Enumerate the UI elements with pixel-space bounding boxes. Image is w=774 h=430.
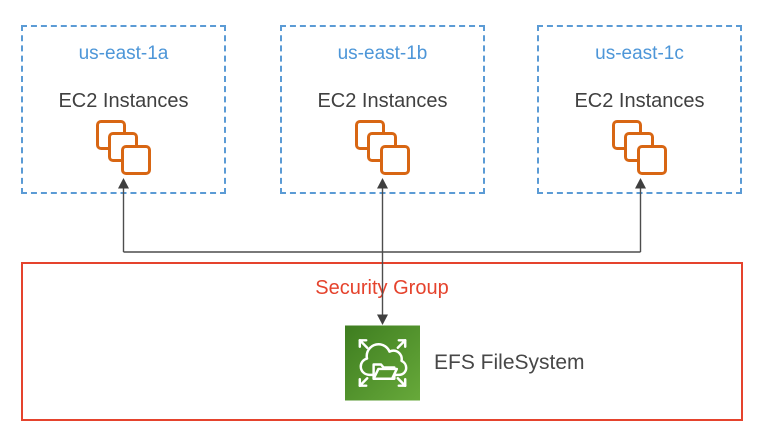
ec2-instances-icon xyxy=(611,120,668,176)
az-name-label: us-east-1a xyxy=(78,43,169,64)
az-box-us-east-1c: us-east-1c EC2 Instances xyxy=(537,25,742,194)
az-name-label: us-east-1c xyxy=(595,43,684,64)
ec2-instances-label: EC2 Instances xyxy=(574,90,705,112)
ec2-square-front-icon xyxy=(379,145,410,175)
ec2-instances-label: EC2 Instances xyxy=(317,90,448,112)
ec2-square-front-icon xyxy=(120,145,151,175)
ec2-instances-label: EC2 Instances xyxy=(58,90,189,112)
efs-filesystem-icon xyxy=(345,325,420,401)
az-name-label: us-east-1b xyxy=(337,43,428,64)
ec2-square-front-icon xyxy=(636,145,667,175)
efs-filesystem-label: EFS FileSystem xyxy=(434,351,585,374)
security-group-label: Security Group xyxy=(315,277,449,299)
ec2-instances-icon xyxy=(95,120,152,176)
az-box-us-east-1b: us-east-1b EC2 Instances xyxy=(280,25,485,194)
ec2-instances-icon xyxy=(354,120,411,176)
az-box-us-east-1a: us-east-1a EC2 Instances xyxy=(21,25,226,194)
